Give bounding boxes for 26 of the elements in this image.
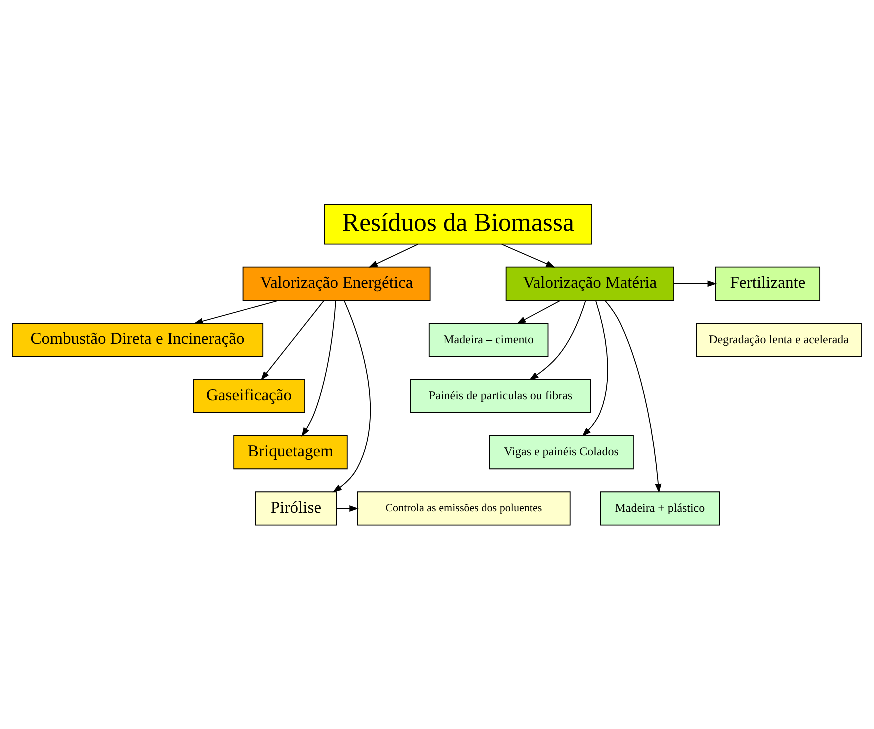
node-box: Degradação lenta e acelerada <box>696 322 862 357</box>
node-box: Fertilizante <box>715 266 820 300</box>
arrow <box>604 300 662 493</box>
arrow <box>368 243 419 268</box>
node-box: Briquetagem <box>234 434 348 470</box>
node-box: Resíduos da Biomassa <box>324 204 592 244</box>
node-box: Gaseificação <box>193 378 306 413</box>
arrow <box>302 300 336 436</box>
node-box: Madeira – cimento <box>428 322 549 357</box>
arrow <box>529 300 586 380</box>
node-box: Painéis de particulas ou fibras <box>410 378 592 413</box>
arrow <box>194 300 280 324</box>
node-box: Combustão Direta e Incineração <box>12 322 264 357</box>
arrow <box>582 300 608 436</box>
node-box: Vigas e painéis Colados <box>489 434 634 470</box>
arrow <box>336 505 359 512</box>
node-box: Valorização Energética <box>242 266 431 300</box>
node-box: Valorização Matéria <box>506 266 674 300</box>
arrow <box>516 300 562 324</box>
node-box: Pirólise <box>255 491 338 526</box>
node-box: Madeira + plástico <box>600 491 720 526</box>
arrow <box>332 300 372 492</box>
arrow <box>260 300 325 380</box>
node-box: Controla as emissões dos poluentes <box>357 491 571 526</box>
arrow <box>674 280 717 287</box>
arrow <box>501 243 556 268</box>
